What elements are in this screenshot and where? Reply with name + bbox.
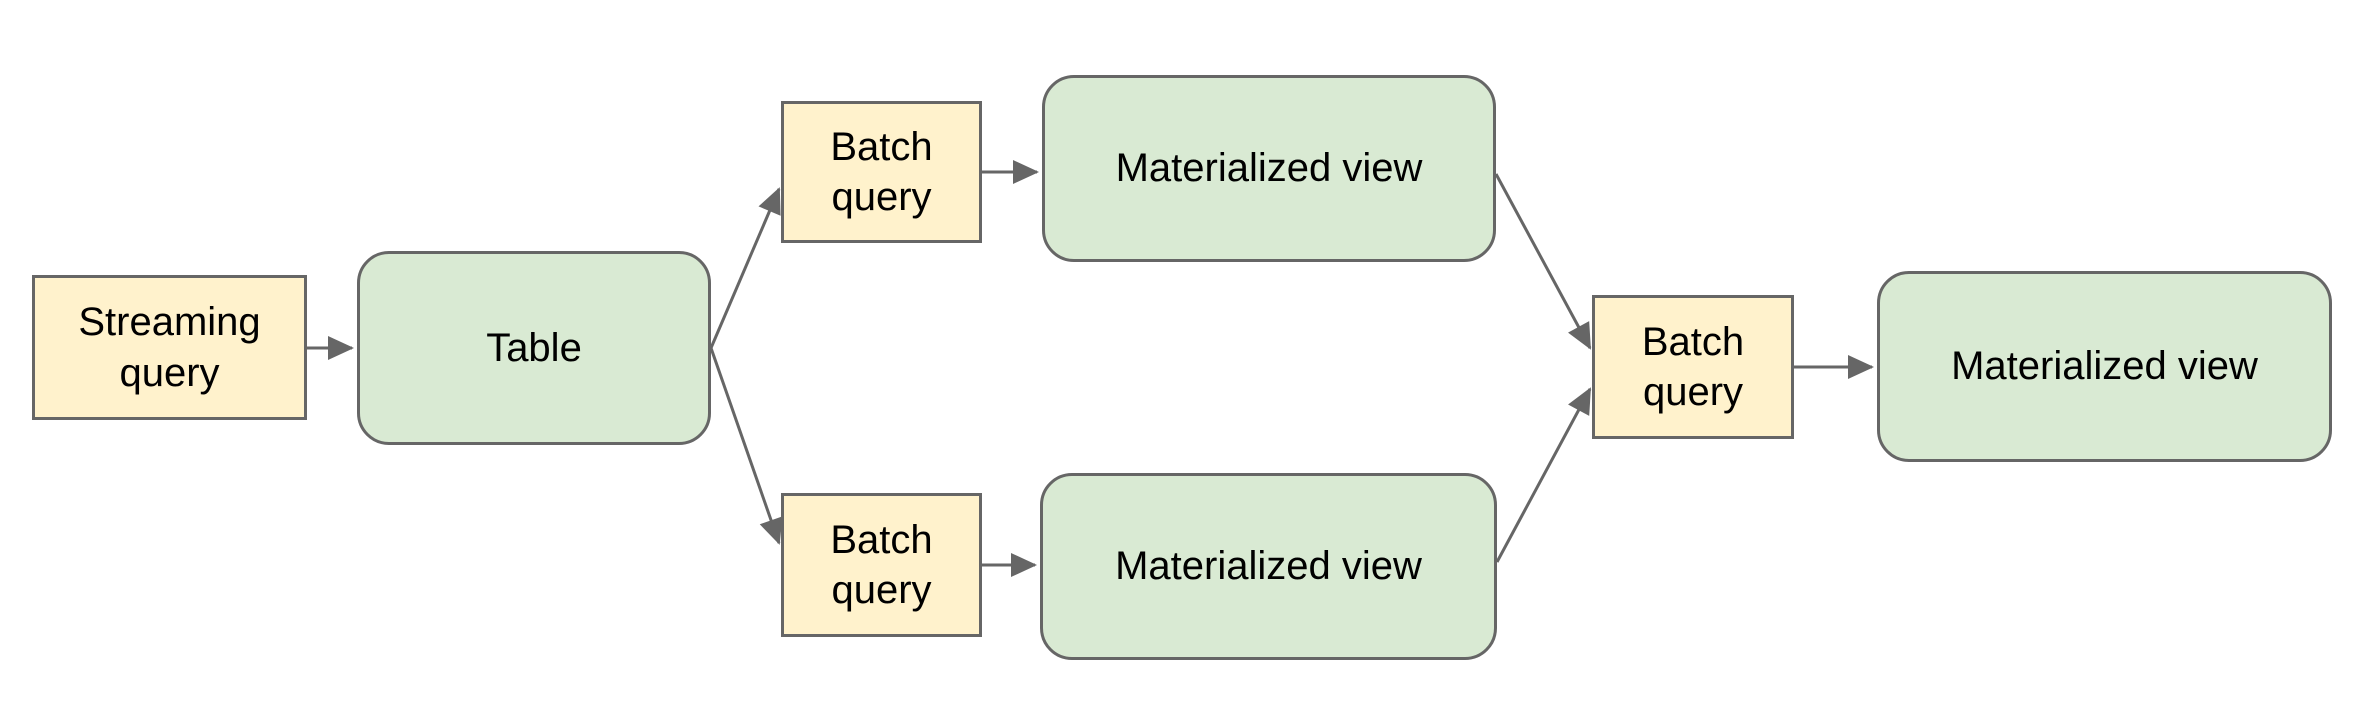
edge-table-to-batch-query-bottom xyxy=(709,347,783,545)
node-materialized-view-top: Materialized view xyxy=(1042,75,1496,262)
node-table: Table xyxy=(357,251,711,445)
node-batch-query-top: Batch query xyxy=(781,101,982,243)
edge-materialized-view-top-to-batch-query-final xyxy=(1494,173,1592,350)
node-materialized-view-final: Materialized view xyxy=(1877,271,2332,462)
node-materialized-view-bottom: Materialized view xyxy=(1040,473,1497,660)
edge-materialized-view-bottom-to-batch-query-final xyxy=(1495,387,1592,563)
node-batch-query-bottom: Batch query xyxy=(781,493,982,637)
node-batch-query-final: Batch query xyxy=(1592,295,1794,439)
node-streaming-query: Streaming query xyxy=(32,275,307,420)
edge-table-to-batch-query-top xyxy=(709,187,781,349)
